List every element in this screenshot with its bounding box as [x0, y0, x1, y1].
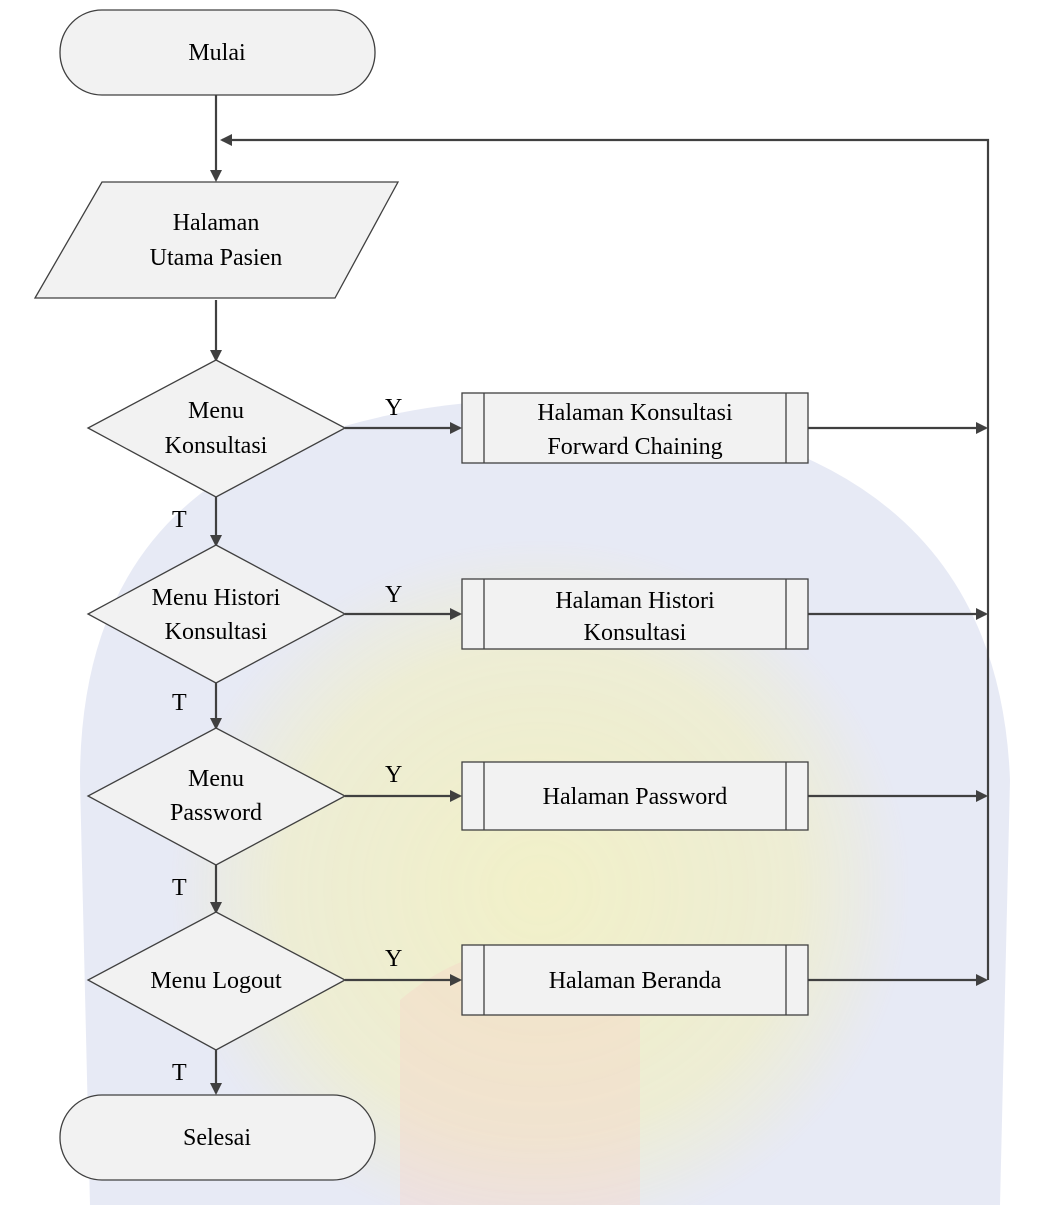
- process-beranda: Halaman Beranda: [461, 944, 809, 1016]
- home-label-line1: Halaman: [173, 210, 260, 236]
- decision2-line1: Menu Histori: [152, 585, 281, 611]
- decision3-line2: Password: [170, 800, 262, 826]
- start-terminator: Mulai: [59, 9, 376, 96]
- start-label: Mulai: [188, 40, 246, 66]
- process2-line1: Halaman Histori: [555, 588, 715, 614]
- no-label-4: T: [172, 1060, 187, 1086]
- end-terminator: Selesai: [59, 1094, 376, 1181]
- decision-menu-histori: Menu Histori Konsultasi: [86, 544, 347, 684]
- home-label-line2: Utama Pasien: [150, 245, 283, 271]
- process-histori-konsultasi: Halaman Histori Konsultasi: [461, 578, 809, 650]
- decision-menu-konsultasi: Menu Konsultasi: [86, 359, 347, 498]
- yes-label-4: Y: [385, 946, 402, 972]
- end-label: Selesai: [183, 1125, 251, 1151]
- process-password: Halaman Password: [461, 761, 809, 831]
- decision2-line2: Konsultasi: [165, 619, 268, 645]
- process2-line2: Konsultasi: [584, 620, 687, 646]
- yes-label-1: Y: [385, 395, 402, 421]
- decision-menu-password: Menu Password: [86, 727, 347, 866]
- process4-label: Halaman Beranda: [549, 968, 722, 994]
- decision-menu-logout: Menu Logout: [86, 911, 347, 1051]
- process-konsultasi-forward-chaining: Halaman Konsultasi Forward Chaining: [461, 392, 809, 464]
- decision1-line1: Menu: [188, 398, 244, 424]
- decision4-line1: Menu Logout: [150, 968, 282, 994]
- yes-label-3: Y: [385, 762, 402, 788]
- no-label-1: T: [172, 507, 187, 533]
- no-label-3: T: [172, 875, 187, 901]
- home-page-io: Halaman Utama Pasien: [33, 181, 400, 299]
- yes-label-2: Y: [385, 582, 402, 608]
- connectors: [210, 95, 990, 1095]
- process1-line2: Forward Chaining: [547, 434, 722, 460]
- process3-label: Halaman Password: [543, 784, 728, 810]
- decision3-line1: Menu: [188, 766, 244, 792]
- edge-labels: Y Y Y Y T T T T: [172, 395, 402, 1086]
- no-label-2: T: [172, 690, 187, 716]
- decision1-line2: Konsultasi: [165, 433, 268, 459]
- process1-line1: Halaman Konsultasi: [537, 400, 733, 426]
